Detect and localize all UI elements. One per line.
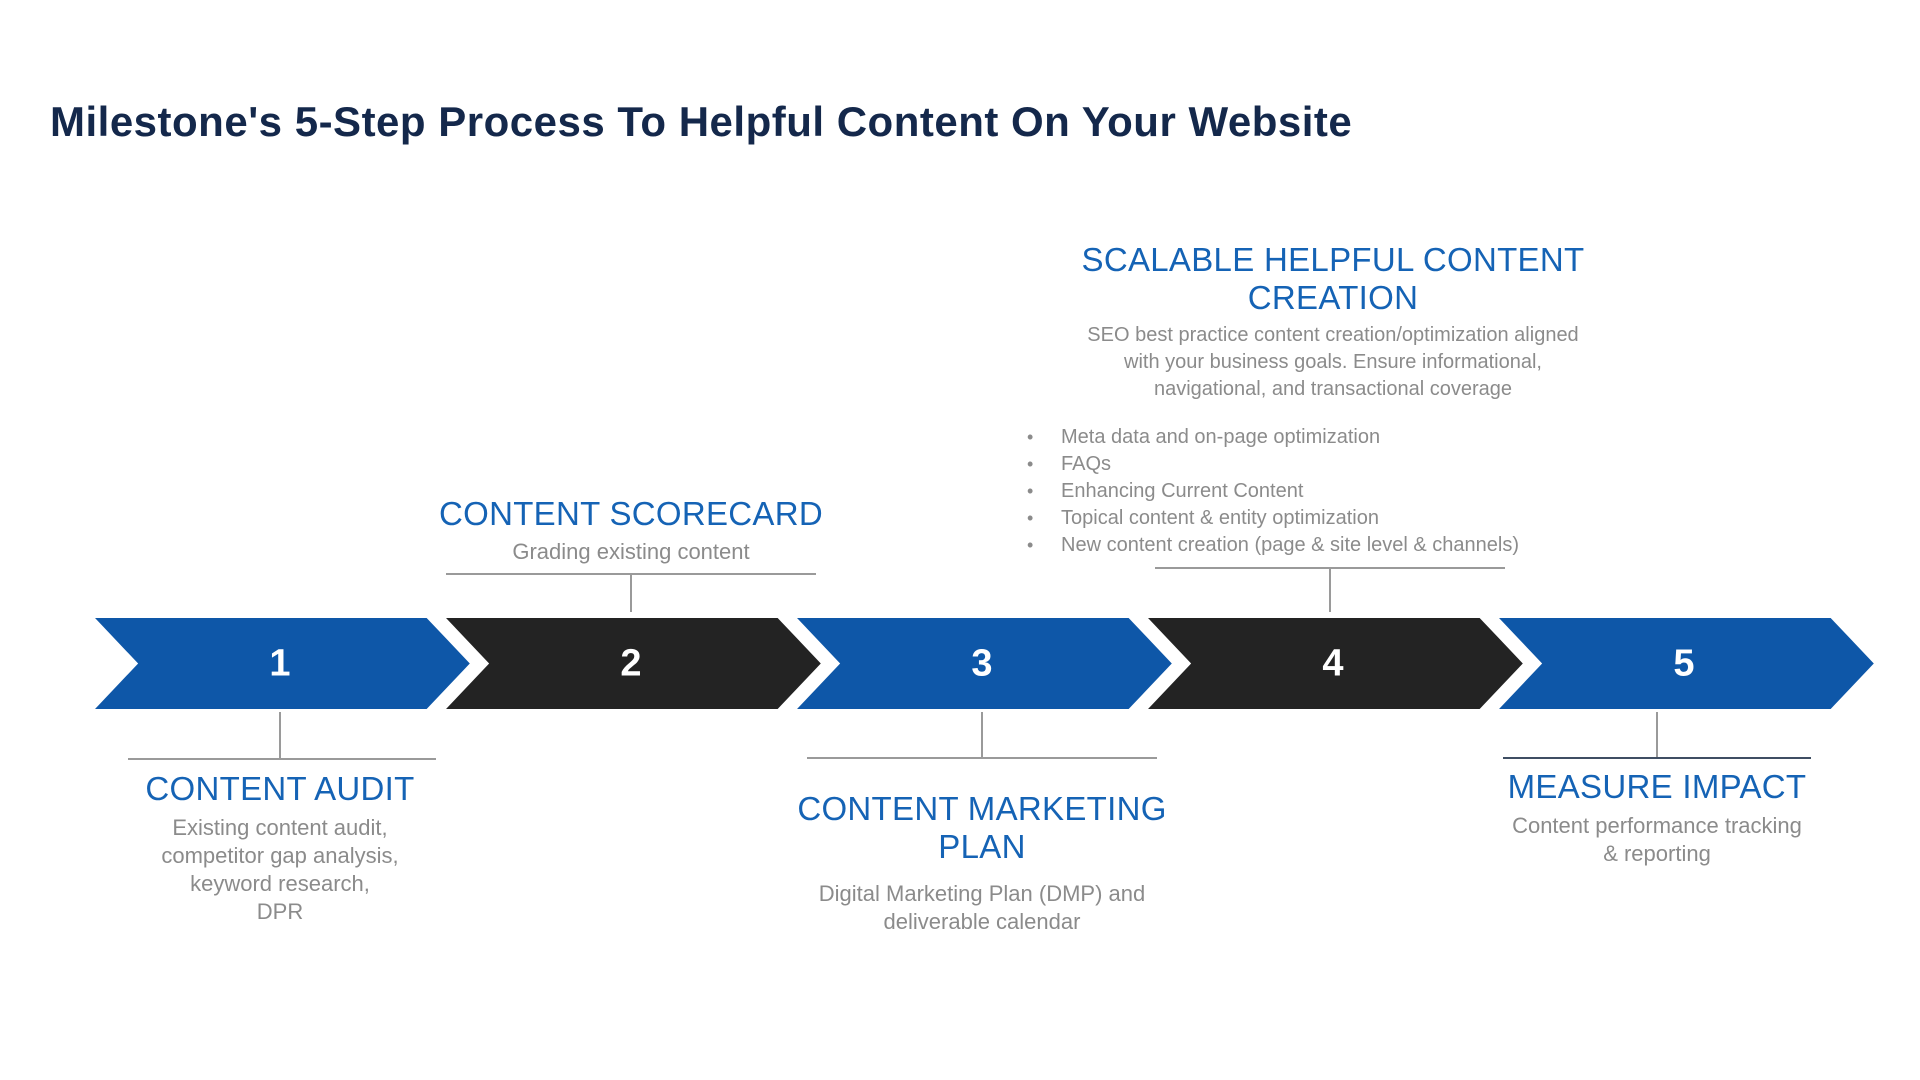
bullet-item: • FAQs: [1027, 451, 1647, 478]
step-description-content-scorecard: Grading existing content: [381, 538, 881, 566]
bullet-item: • Enhancing Current Content: [1027, 478, 1647, 505]
description-line: Content performance tracking: [1512, 813, 1802, 838]
step-number-4: 4: [1322, 642, 1344, 684]
connector-line-step2-horizontal: [446, 573, 816, 575]
bullet-dot-icon: •: [1027, 427, 1034, 447]
step-description-content-marketing-plan: Digital Marketing Plan (DMP) and deliver…: [732, 880, 1232, 936]
connector-line-step5-vertical: [1656, 712, 1658, 757]
step-number-3: 3: [971, 642, 993, 684]
step-number-1: 1: [269, 642, 291, 684]
connector-line-step4-vertical: [1329, 569, 1331, 615]
bullet-label: Enhancing Current Content: [1061, 480, 1304, 502]
description-line: DPR: [256, 899, 304, 924]
connector-line-step4-horizontal: [1155, 567, 1505, 569]
step-heading-content-audit: CONTENT AUDIT: [145, 770, 415, 807]
bullet-dot-icon: •: [1027, 535, 1034, 555]
description-line: with your business goals. Ensure informa…: [1124, 351, 1542, 373]
connector-line-step5-horizontal: [1503, 757, 1811, 759]
step-arrow-1: [81, 612, 479, 715]
bullet-label: FAQs: [1061, 453, 1112, 475]
step-arrow-2: [432, 612, 830, 715]
step-heading-scalable-helpful-content-creation: SCALABLE HELPFUL CONTENT CREATION: [1081, 241, 1585, 316]
step-bullet-list-scalable: • Meta data and on-page optimization • F…: [1027, 424, 1647, 559]
step-arrow-5: [1485, 612, 1883, 715]
description-line: Existing content audit,: [172, 815, 388, 840]
connector-line-step1-vertical: [279, 712, 281, 758]
description-line: SEO best practice content creation/optim…: [1087, 324, 1579, 346]
process-arrow-band: 1 2 3 4 5: [81, 612, 1883, 715]
bullet-label: Topical content & entity optimization: [1061, 507, 1379, 529]
step-arrow-3: [783, 612, 1181, 715]
bullet-dot-icon: •: [1027, 508, 1034, 528]
bullet-item: • Meta data and on-page optimization: [1027, 424, 1647, 451]
bullet-label: New content creation (page & site level …: [1061, 534, 1520, 556]
connector-line-step1-horizontal: [128, 758, 436, 760]
description-line: & reporting: [1603, 841, 1711, 866]
description-line: Digital Marketing Plan (DMP) and: [818, 881, 1146, 906]
bullet-item: • New content creation (page & site leve…: [1027, 532, 1647, 559]
chevron-arrows: [81, 612, 1883, 715]
step-description-measure-impact: Content performance tracking & reporting: [1407, 812, 1907, 868]
connector-line-step3-vertical: [981, 712, 983, 757]
description-line: keyword research,: [190, 871, 370, 896]
bullet-dot-icon: •: [1027, 481, 1034, 501]
connector-line-step3-horizontal: [807, 757, 1157, 759]
description-line: deliverable calendar: [883, 909, 1081, 934]
step-description-content-audit: Existing content audit, competitor gap a…: [30, 814, 530, 926]
step-number-2: 2: [620, 642, 642, 684]
description-line: Grading existing content: [512, 539, 750, 564]
page-title: Milestone's 5-Step Process To Helpful Co…: [50, 98, 1353, 146]
step-heading-content-marketing-plan: CONTENT MARKETING PLAN: [797, 790, 1167, 865]
bullet-label: Meta data and on-page optimization: [1061, 426, 1381, 448]
step-arrow-4: [1134, 612, 1532, 715]
description-line: competitor gap analysis,: [161, 843, 399, 868]
step-number-5: 5: [1673, 642, 1695, 684]
step-heading-content-scorecard: CONTENT SCORECARD: [438, 495, 824, 532]
step-description-scalable: SEO best practice content creation/optim…: [1013, 322, 1653, 403]
bullet-dot-icon: •: [1027, 454, 1034, 474]
bullet-item: • Topical content & entity optimization: [1027, 505, 1647, 532]
step-heading-measure-impact: MEASURE IMPACT: [1507, 768, 1807, 805]
description-line: navigational, and transactional coverage: [1153, 378, 1513, 400]
connector-line-step2-vertical: [630, 575, 632, 615]
